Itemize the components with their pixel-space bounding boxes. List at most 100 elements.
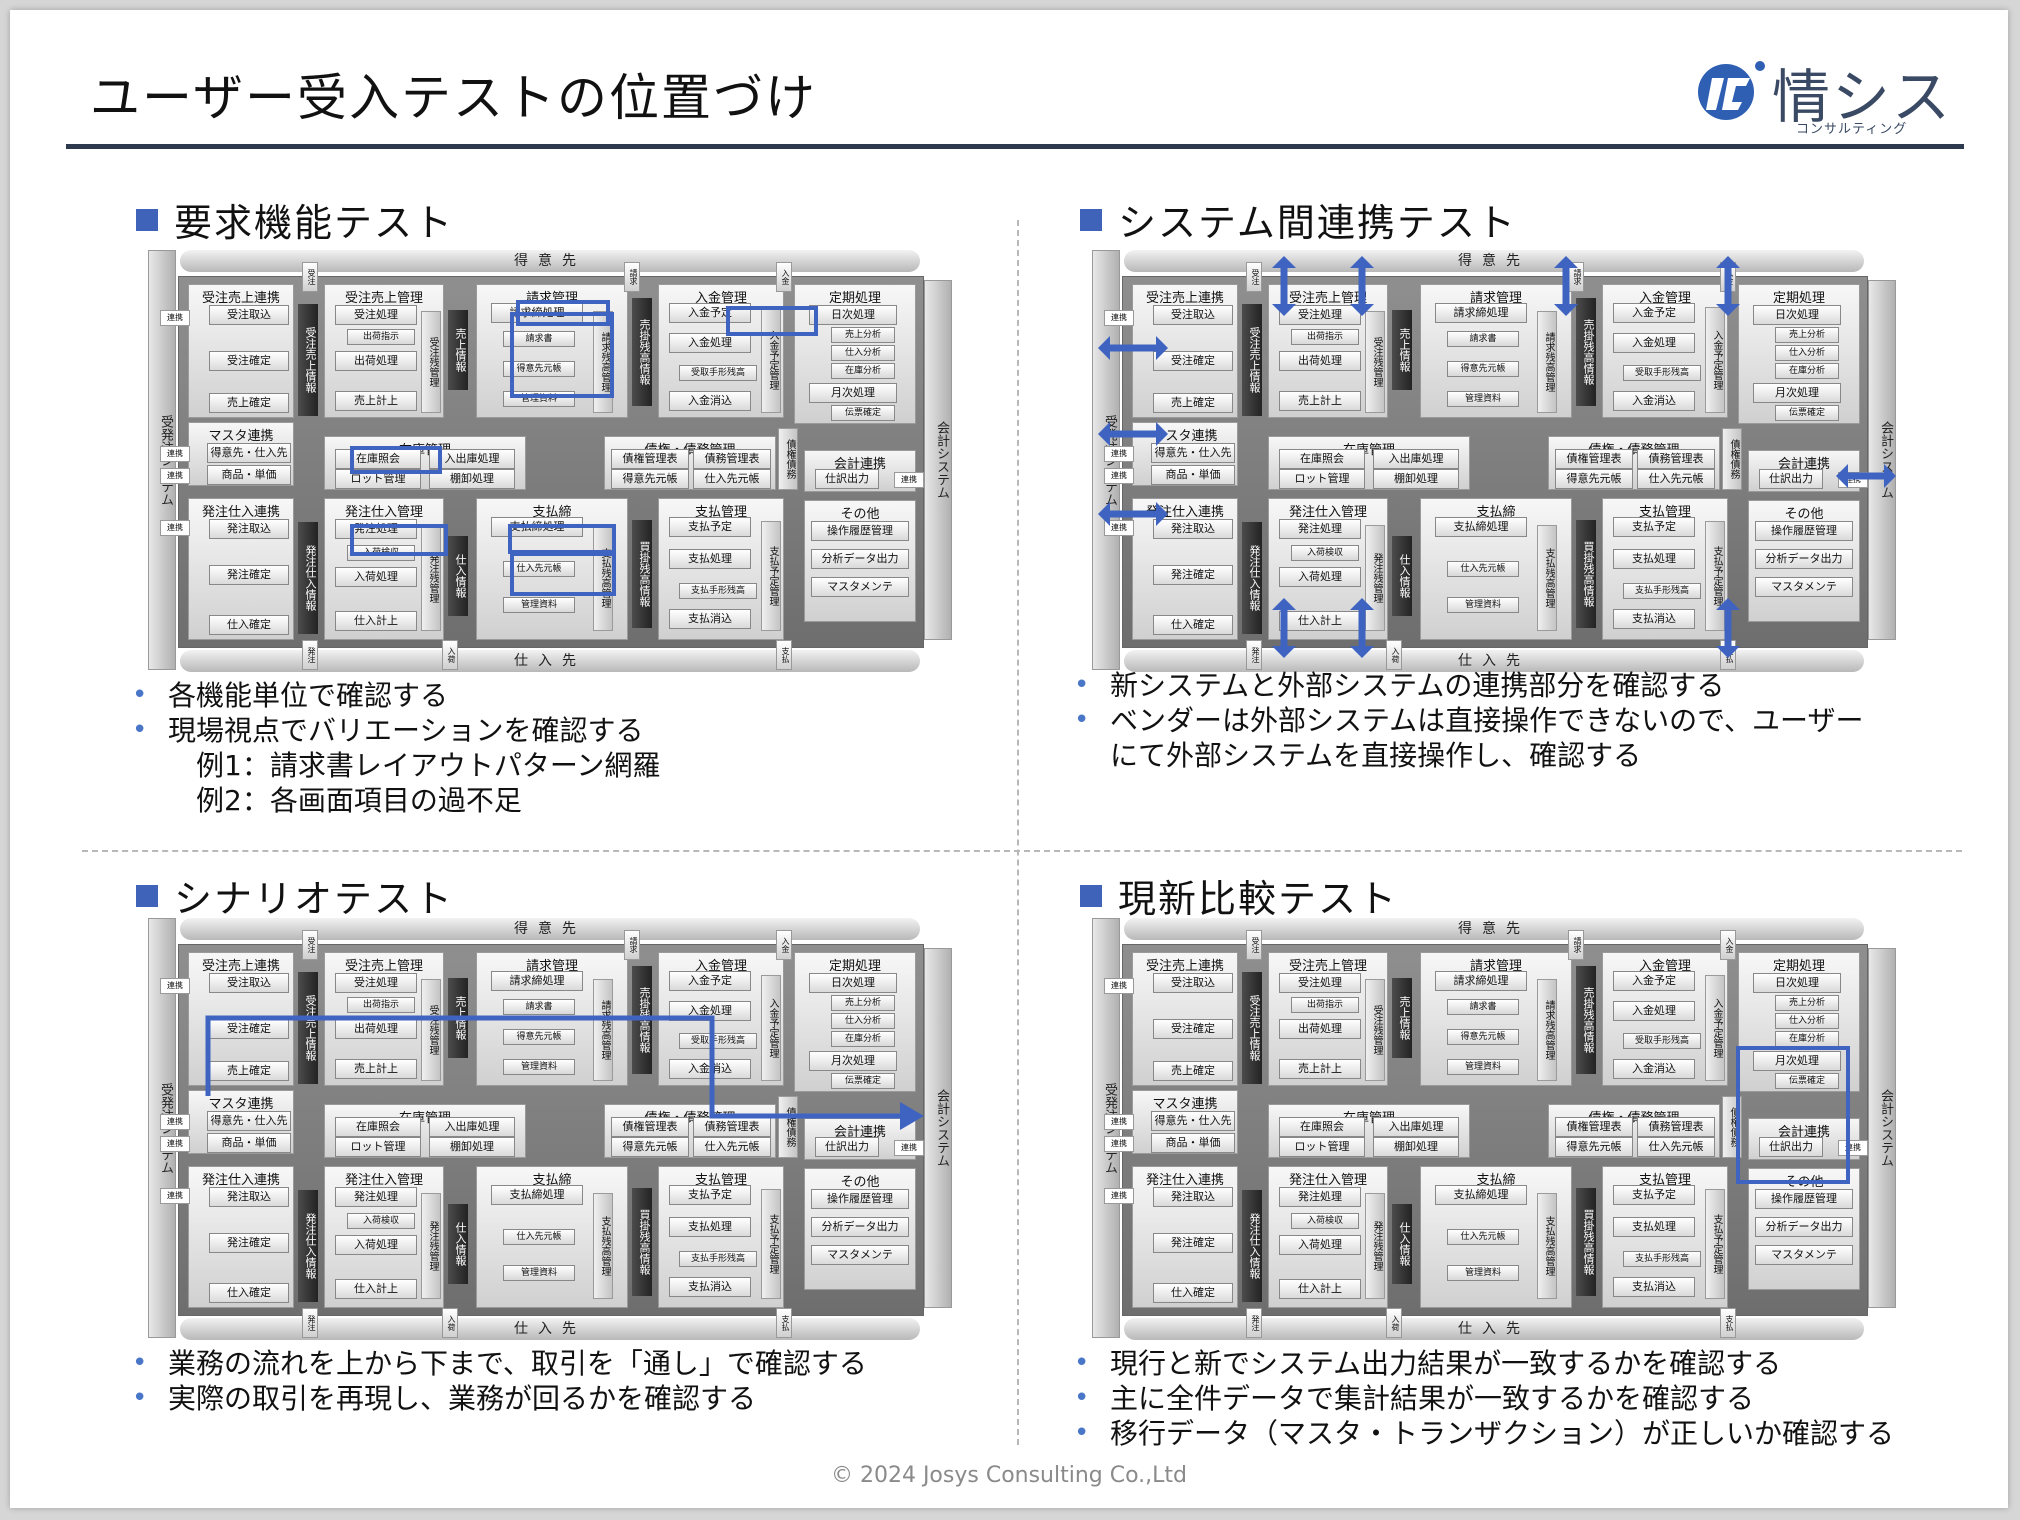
group-master-link: マスタ連携 得意先・仕入先 商品・単価 <box>188 1090 294 1154</box>
flow-order-purchase-info: 発注仕入情報 <box>298 1190 318 1302</box>
item-customer-ledger-2: 得意先元帳 <box>1555 469 1633 489</box>
item-po-confirm: 発注確定 <box>209 1233 289 1253</box>
highlight-box <box>350 446 442 474</box>
item-monthly-processing: 月次処理 <box>809 1051 897 1071</box>
flow-order-balance: 受注残管理 <box>1365 311 1385 413</box>
group-order-purchase-mgmt: 発注仕入管理 発注処理 入荷検収 入荷処理 仕入計上 発注残管理 <box>324 1166 444 1308</box>
item-daily-processing: 日次処理 <box>1753 973 1841 993</box>
heading-text: システム間連携テスト <box>1118 201 1517 245</box>
bullets-integration: 新システムと外部システムの連携部分を確認する ベンダーは外部システムは直接操作で… <box>1068 668 1863 773</box>
item-stocktaking: 棚卸処理 <box>1373 1137 1459 1157</box>
item-po-confirm: 発注確定 <box>1153 1233 1233 1253</box>
flow-payment-schedule: 支払予定管理 <box>1705 1189 1725 1299</box>
item-receivable-table: 債権管理表 <box>1555 449 1633 469</box>
flow-receipt-schedule: 入金予定管理 <box>1705 975 1725 1081</box>
heading-text: 現新比較テスト <box>1118 877 1399 921</box>
group-title: 発注仕入管理 <box>1288 1173 1367 1188</box>
group-title: 請求管理 <box>1469 959 1522 974</box>
item-receivable-table: 債権管理表 <box>611 449 689 469</box>
bullet-item: 業務の流れを上から下まで、取引を「通し」で確認する <box>126 1346 867 1381</box>
item-journal-output: 仕訳出力 <box>815 469 879 489</box>
flow-order-purchase-info: 発注仕入情報 <box>1242 522 1262 634</box>
flow-payable-balance: 買掛残高情報 <box>632 520 652 628</box>
item-invoice: 請求書 <box>1447 999 1519 1015</box>
item-purchase-confirm: 仕入確定 <box>1153 615 1233 635</box>
tag-link: 連携 <box>160 1114 190 1130</box>
double-arrow-icon <box>1272 598 1296 658</box>
item-po-import: 発注取込 <box>209 1187 289 1207</box>
group-inventory: 在庫管理 在庫照会 入出庫処理 ロット管理 棚卸処理 <box>1268 436 1470 490</box>
item-payment-schedule: 支払予定 <box>669 1185 751 1205</box>
tag-order-sent: 発注 <box>1246 1308 1262 1338</box>
tag-arrival: 入荷 <box>1386 640 1402 670</box>
item-receipt-processing: 入金処理 <box>1613 333 1695 353</box>
group-title: 支払締 <box>532 505 572 520</box>
double-arrow-icon <box>1836 464 1896 488</box>
item-stocktaking: 棚卸処理 <box>429 1137 515 1157</box>
supplier-bar: 仕入先 <box>180 1318 920 1340</box>
item-sales-analysis: 売上分析 <box>1775 327 1839 343</box>
item-sales-posting: 売上計上 <box>335 1059 417 1079</box>
item-order-processing: 受注処理 <box>335 973 417 993</box>
item-product-price: 商品・単価 <box>1151 1133 1235 1153</box>
highlight-box <box>350 524 448 556</box>
group-receipt-mgmt: 入金管理 入金予定 入金処理 受取手形残高 入金消込 入金予定管理 <box>1602 952 1728 1086</box>
item-lot-mgmt: ロット管理 <box>1279 469 1365 489</box>
tag-link: 連携 <box>160 1188 190 1204</box>
highlight-overlay <box>1098 256 1896 658</box>
item-order-import: 受注取込 <box>1153 973 1233 993</box>
item-product-price: 商品・単価 <box>207 465 291 485</box>
flow-order-purchase-info: 発注仕入情報 <box>1242 1190 1262 1302</box>
item-purchase-confirm: 仕入確定 <box>1153 1283 1233 1303</box>
item-inventory-inquiry: 在庫照会 <box>1279 449 1365 469</box>
flow-payment-schedule: 支払予定管理 <box>1705 521 1725 631</box>
flow-sales-info: 売上情報 <box>1392 310 1412 390</box>
group-title: 発注仕入管理 <box>1288 505 1367 520</box>
group-order-purchase-mgmt: 発注仕入管理 発注処理 入荷検収 入荷処理 仕入計上 発注残管理 <box>1268 498 1388 640</box>
item-mgmt-report-2: 管理資料 <box>503 597 575 613</box>
item-receipt-matching: 入金消込 <box>1613 1059 1695 1079</box>
item-customer-supplier: 得意先・仕入先 <box>1151 1111 1235 1131</box>
item-journal-output: 仕訳出力 <box>815 1137 879 1157</box>
heading-text: 要求機能テスト <box>174 201 455 245</box>
group-periodic: 定期処理 日次処理 売上分析 仕入分析 在庫分析 月次処理 伝票確定 <box>1738 952 1860 1092</box>
flow-credit-debt: 債権債務 <box>778 428 798 490</box>
item-notes-receivable: 受取手形残高 <box>679 1033 757 1049</box>
group-title: 支払締 <box>532 1173 572 1188</box>
item-payment-processing: 支払処理 <box>669 1217 751 1237</box>
group-payment-mgmt: 支払管理 支払予定 支払処理 支払手形残高 支払消込 支払予定管理 <box>1602 498 1728 640</box>
tag-billing: 請求 <box>624 930 640 960</box>
group-title: 受注売上連携 <box>201 291 280 306</box>
group-billing-mgmt: 請求管理 請求締処理 請求書 得意先元帳 管理資料 請求残高管理 <box>1420 284 1572 418</box>
item-in-out-processing: 入出庫処理 <box>429 449 515 469</box>
group-title: 支払管理 <box>1638 1173 1691 1188</box>
supplier-bar: 仕入先 <box>1124 1318 1864 1340</box>
item-notes-payable: 支払手形残高 <box>679 1251 757 1267</box>
group-order-sales-link: 受注売上連携 受注取込 受注確定 売上確定 <box>1132 284 1238 418</box>
item-analysis-export: 分析データ出力 <box>811 549 909 569</box>
item-sales-posting: 売上計上 <box>335 391 417 411</box>
item-customer-supplier: 得意先・仕入先 <box>207 1111 291 1131</box>
group-order-purchase-mgmt: 発注仕入管理 発注処理 入荷検収 入荷処理 仕入計上 発注残管理 <box>1268 1166 1388 1308</box>
item-order-import: 受注取込 <box>1153 305 1233 325</box>
group-title: 定期処理 <box>828 291 881 306</box>
item-inspection: 入荷検収 <box>347 1213 415 1229</box>
logo-mark-icon <box>1698 61 1765 120</box>
item-customer-ledger-2: 得意先元帳 <box>611 1137 689 1157</box>
item-payment-schedule: 支払予定 <box>669 517 751 537</box>
item-purchase-confirm: 仕入確定 <box>209 1283 289 1303</box>
item-mgmt-report: 管理資料 <box>1447 391 1519 407</box>
example-item: 例1：請求書レイアウトパターン網羅 <box>196 749 661 782</box>
group-title: マスタ連携 <box>208 1097 274 1112</box>
tag-order-received: 受注 <box>302 930 318 960</box>
group-title: 発注仕入管理 <box>344 505 423 520</box>
title-underline <box>66 144 1964 149</box>
tag-arrival: 入荷 <box>1386 1308 1402 1338</box>
group-title: 発注仕入連携 <box>201 505 280 520</box>
item-master-maintenance: マスタメンテ <box>1755 577 1853 597</box>
group-accounting-link: 会計連携 仕訳出力 <box>804 450 916 492</box>
scenario-flow-arrow <box>205 1015 924 1130</box>
tag-order-sent: 発注 <box>302 640 318 670</box>
heading-square-icon <box>1080 884 1102 907</box>
item-order-import: 受注取込 <box>209 305 289 325</box>
